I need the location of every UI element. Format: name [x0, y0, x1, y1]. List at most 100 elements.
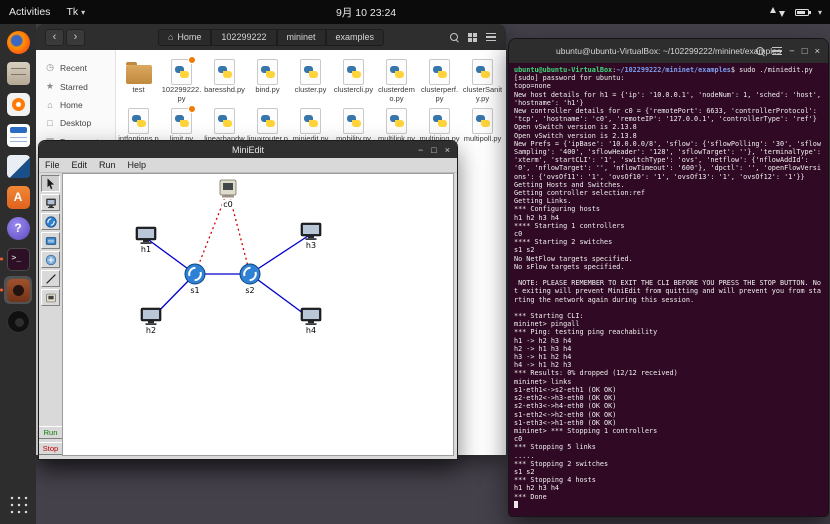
file-item-clustercli.py[interactable]: clustercli.py — [332, 54, 375, 103]
file-item-multilink.py[interactable]: multilink.py — [375, 103, 418, 152]
file-item-miniedit.py[interactable]: miniedit.py — [289, 103, 332, 152]
file-item-test[interactable]: test — [117, 54, 160, 103]
tool-switch[interactable] — [41, 213, 60, 230]
app-menu-label: Tk — [66, 6, 79, 18]
stop-button[interactable]: Stop — [39, 442, 64, 455]
python-file-icon — [384, 58, 410, 85]
dock-item-firefox[interactable] — [4, 28, 32, 56]
menu-file[interactable]: File — [45, 160, 60, 170]
dock-item-writer[interactable] — [4, 121, 32, 149]
file-item-mobility.py[interactable]: mobility.py — [332, 103, 375, 152]
file-item-limit.py[interactable]: limit.py — [160, 103, 203, 152]
sidebar-item-label: Home — [60, 100, 83, 110]
breadcrumb-label: 102299222 — [221, 32, 267, 42]
home-icon: ⌂ — [167, 32, 174, 42]
file-item-clusterperf.py[interactable]: clusterperf.py — [418, 54, 461, 103]
tool-netlink[interactable] — [41, 270, 60, 287]
file-item-clusterdemo.py[interactable]: clusterdemo.py — [375, 54, 418, 103]
menu-run[interactable]: Run — [99, 160, 116, 170]
tool-controller[interactable] — [41, 289, 60, 306]
file-label: clusterdemo.py — [378, 85, 415, 103]
terminal-titlebar[interactable]: ubuntu@ubuntu-VirtualBox: ~/102299222/mi… — [509, 39, 828, 63]
file-label: bind.py — [255, 85, 280, 94]
search-icon[interactable] — [756, 46, 765, 56]
dock-item-files[interactable] — [4, 59, 32, 87]
tool-legacy-switch[interactable] — [41, 232, 60, 249]
dock-item-screen-recorder[interactable] — [4, 307, 32, 335]
close-button[interactable]: × — [814, 45, 820, 57]
menu-icon[interactable] — [772, 47, 783, 55]
node-s1[interactable]: s1 — [183, 262, 207, 295]
help-icon — [6, 216, 30, 240]
back-button[interactable]: ‹ — [45, 28, 64, 46]
terminal-line: Getting controller selection:ref — [514, 189, 645, 198]
file-item-clusterSanity.py[interactable]: clusterSanity.py — [461, 54, 504, 103]
sidebar-item-starred[interactable]: ★Starred — [36, 77, 115, 96]
file-label: multilink.py — [377, 134, 416, 144]
sidebar-item-home[interactable]: ⌂Home — [36, 96, 115, 114]
run-button[interactable]: Run — [39, 426, 64, 439]
tool-select[interactable] — [41, 175, 60, 192]
search-icon[interactable] — [450, 32, 459, 42]
terminal-output[interactable]: ubuntu@ubuntu-VirtualBox:~/102299222/min… — [509, 63, 828, 516]
node-s2[interactable]: s2 — [238, 262, 262, 295]
file-item-bind.py[interactable]: bind.py — [246, 54, 289, 103]
close-button[interactable]: × — [444, 144, 450, 155]
node-h1[interactable]: h1 — [135, 226, 157, 254]
dock-item-office-docs[interactable] — [4, 152, 32, 180]
file-label: 102299222.py — [161, 85, 202, 103]
breadcrumb-segment-102299222[interactable]: 102299222 — [211, 28, 277, 46]
maximize-button[interactable]: □ — [431, 144, 437, 155]
system-indicators[interactable]: ▾ — [769, 7, 822, 17]
python-file-icon — [212, 58, 238, 85]
breadcrumb-segment-home[interactable]: ⌂Home — [157, 28, 212, 46]
clock-icon: ◷ — [46, 62, 54, 72]
tool-legacy-router[interactable] — [41, 251, 60, 268]
view-toggle-icon[interactable] — [468, 32, 477, 42]
python-file-icon — [298, 107, 324, 134]
miniedit-toolbar — [41, 175, 60, 306]
maximize-button[interactable]: □ — [801, 45, 808, 57]
sidebar-item-recent[interactable]: ◷Recent — [36, 58, 115, 77]
terminal-line: s2-eth3<->h4-eth0 (OK OK) — [514, 402, 617, 411]
node-h2[interactable]: h2 — [140, 307, 162, 335]
file-item-multipoll.py[interactable]: multipoll.py — [461, 103, 504, 152]
miniedit-titlebar[interactable]: MiniEdit − □ × — [39, 141, 457, 158]
star-icon: ★ — [45, 81, 55, 91]
tool-host[interactable] — [41, 194, 60, 211]
dock-item-media-player[interactable] — [4, 90, 32, 118]
files-icon — [6, 61, 30, 85]
show-applications-button[interactable] — [4, 490, 32, 518]
minimize-button[interactable]: − — [418, 144, 424, 155]
link-h3-s2[interactable] — [249, 233, 312, 275]
menu-icon[interactable] — [486, 33, 496, 41]
sidebar-item-desktop[interactable]: □Desktop — [36, 114, 115, 132]
breadcrumb-segment-mininet[interactable]: mininet — [276, 28, 326, 46]
top-bar: Activities Tk ▾ 9月 10 23:24 ▾ — [0, 0, 830, 24]
terminal-title: ubuntu@ubuntu-VirtualBox: ~/102299222/mi… — [556, 46, 781, 56]
dock-item-tk-app[interactable] — [0, 276, 32, 304]
terminal-line: *** Ping: testing ping reachability — [514, 328, 658, 337]
breadcrumb-segment-examples[interactable]: examples — [325, 28, 385, 46]
terminal-line: h1 -> h2 h3 h4 — [514, 336, 572, 345]
app-menu[interactable]: Tk ▾ — [66, 6, 85, 18]
dock-item-terminal[interactable] — [0, 245, 32, 273]
miniedit-canvas[interactable]: c0 s1 s2 h1 h2 h3 h4 — [62, 173, 454, 456]
node-c0[interactable]: c0 — [217, 178, 239, 209]
file-item-cluster.py[interactable]: cluster.py — [289, 54, 332, 103]
forward-button[interactable]: › — [66, 28, 85, 46]
menu-edit[interactable]: Edit — [71, 160, 88, 170]
dock-item-software-center[interactable] — [4, 183, 32, 211]
file-item-multiping.py[interactable]: multiping.py — [418, 103, 461, 152]
activities-button[interactable]: Activities — [9, 6, 51, 18]
node-h3[interactable]: h3 — [300, 222, 322, 250]
node-h4[interactable]: h4 — [300, 307, 322, 335]
menu-help[interactable]: Help — [127, 160, 147, 170]
minimize-button[interactable]: − — [789, 45, 795, 57]
dock-item-help[interactable] — [4, 214, 32, 242]
file-item-102299222.py[interactable]: 102299222.py — [160, 54, 203, 103]
file-item-baresshd.py[interactable]: baresshd.py — [203, 54, 246, 103]
clock[interactable]: 9月 10 23:24 — [336, 6, 397, 19]
